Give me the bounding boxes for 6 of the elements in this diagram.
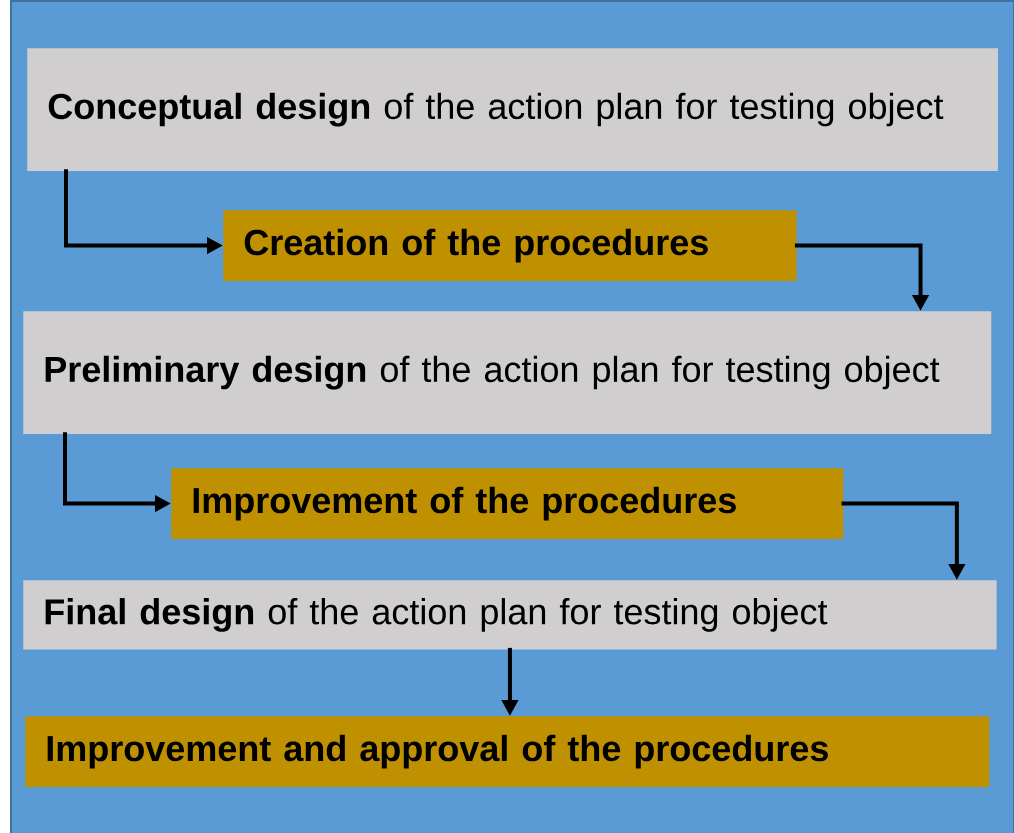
procedure-box: Improvement and approval of the procedures — [25, 716, 990, 787]
design-box: Conceptual design of the action plan for testing object — [27, 48, 998, 171]
design-box: Preliminary design of the action plan for testing object — [23, 311, 992, 434]
procedure-box: Improvement of the procedures — [171, 468, 844, 539]
design-box: Final design of the action plan for testing object — [23, 580, 997, 650]
procedure-box: Creation of the procedures — [223, 210, 797, 281]
